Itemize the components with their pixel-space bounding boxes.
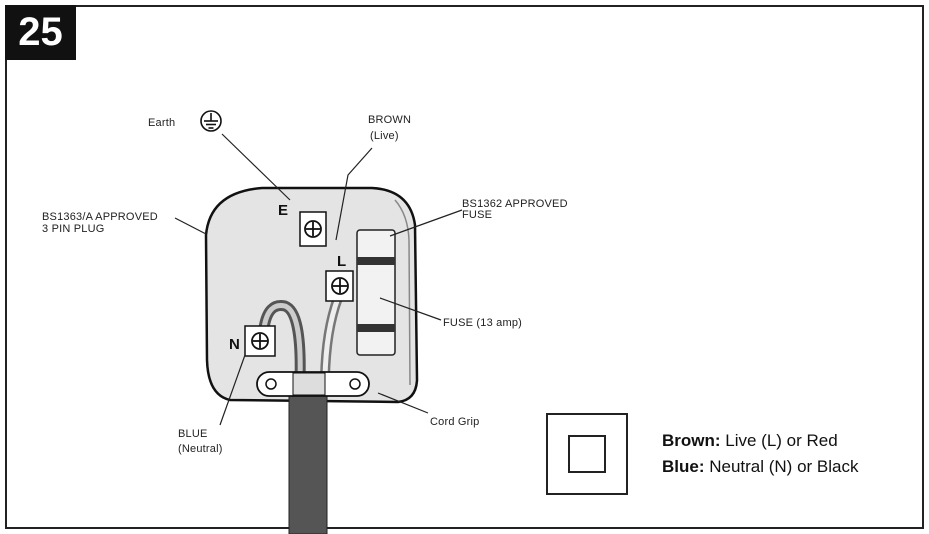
leader-plug <box>174 217 207 235</box>
legend-brown-value: Live (L) or Red <box>720 431 838 450</box>
leader-neutral <box>219 354 246 426</box>
legend-blue-key: Blue: <box>662 457 705 476</box>
label-blue: BLUE <box>178 428 208 440</box>
leader-fuse-rating <box>379 297 442 321</box>
cable <box>288 389 328 534</box>
double-insulation-icon <box>546 413 628 495</box>
label-plug-line2: 3 PIN PLUG <box>42 223 105 235</box>
leader-lines <box>174 133 463 426</box>
leader-fuse-approved <box>389 209 463 237</box>
terminal-label-e: E <box>278 202 288 219</box>
legend-blue-row: Blue: Neutral (N) or Black <box>662 454 858 480</box>
label-live: (Live) <box>370 130 399 142</box>
label-earth: Earth <box>148 117 175 129</box>
leader-earth <box>221 133 291 201</box>
fuse <box>356 229 396 356</box>
legend-blue-value: Neutral (N) or Black <box>704 457 859 476</box>
legend-brown-row: Brown: Live (L) or Red <box>662 428 858 454</box>
label-plug-line1: BS1363/A APPROVED <box>42 211 158 223</box>
label-fuse-rating: FUSE (13 amp) <box>443 317 522 329</box>
label-brown: BROWN <box>368 114 411 126</box>
leader-live <box>335 147 373 241</box>
step-number-badge: 25 <box>5 5 76 60</box>
cord-grip <box>256 371 370 397</box>
leader-cord-grip <box>377 392 429 414</box>
diagram-frame <box>5 5 924 529</box>
plug-body-inner-edge <box>394 199 411 386</box>
double-insulation-inner-square <box>568 435 606 473</box>
label-neutral: (Neutral) <box>178 443 223 455</box>
wire-color-legend: Brown: Live (L) or Red Blue: Neutral (N)… <box>662 428 858 480</box>
neutral-wire-core <box>261 302 303 383</box>
terminal-live-screw-icon <box>325 270 354 302</box>
terminal-earth-screw-icon <box>299 211 327 247</box>
terminal-neutral-screw-icon <box>244 325 276 357</box>
terminal-label-l: L <box>337 253 346 270</box>
terminal-label-n: N <box>229 336 240 353</box>
label-fuse-approved-line1: BS1362 APPROVED <box>462 198 568 210</box>
legend-brown-key: Brown: <box>662 431 721 450</box>
live-wire-core <box>322 295 341 381</box>
label-cord-grip: Cord Grip <box>430 416 479 428</box>
label-fuse-approved-line2: FUSE <box>462 209 492 221</box>
earth-ground-icon <box>200 110 222 132</box>
